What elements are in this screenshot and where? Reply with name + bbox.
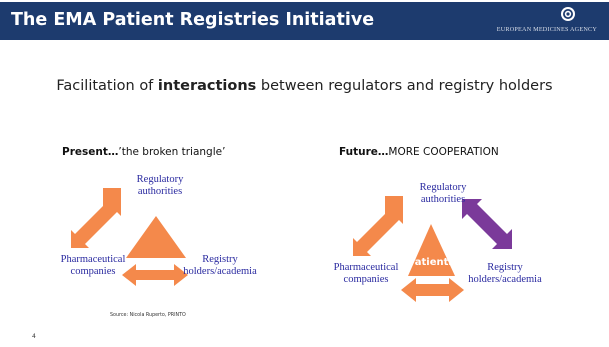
future-pharma-label: Pharmaceutical companies bbox=[333, 262, 399, 285]
source-note: Source: Nicola Ruperto, PRINTO bbox=[110, 313, 186, 318]
future-regulatory-label: Regulatory authorities bbox=[419, 182, 467, 205]
page-number: 4 bbox=[32, 333, 36, 340]
slide-subtitle: Facilitation of interactions between reg… bbox=[0, 78, 609, 94]
future-heading: Future…MORE COOPERATION bbox=[339, 146, 499, 158]
subtitle-post: between regulators and registry holders bbox=[256, 78, 553, 94]
present-heading-rest: ’the broken triangle’ bbox=[118, 146, 226, 158]
future-diagonal-arrow bbox=[353, 196, 403, 256]
agency-logo-bar: EUROPEAN MEDICINES AGENCY bbox=[400, 2, 609, 40]
future-heading-bold: Future… bbox=[339, 146, 389, 158]
header: The EMA Patient Registries Initiative EU… bbox=[0, 0, 609, 45]
slide-title: The EMA Patient Registries Initiative bbox=[11, 10, 375, 30]
title-bar: The EMA Patient Registries Initiative bbox=[0, 2, 400, 40]
present-pharma-label: Pharmaceutical companies bbox=[60, 254, 126, 277]
ema-logo-icon bbox=[561, 7, 575, 21]
present-horizontal-arrow bbox=[122, 264, 188, 286]
present-registry-label: Registry holders/academia bbox=[183, 254, 257, 277]
present-diagonal-arrow bbox=[71, 188, 121, 248]
patients-label: Patients bbox=[407, 257, 455, 268]
subtitle-bold: interactions bbox=[157, 78, 257, 94]
future-center-triangle bbox=[408, 224, 455, 276]
subtitle-pre: Facilitation of bbox=[56, 78, 158, 94]
present-regulatory-label: Regulatory authorities bbox=[136, 174, 184, 197]
present-center-triangle bbox=[126, 216, 186, 258]
future-purple-arrow bbox=[462, 199, 512, 249]
agency-name: EUROPEAN MEDICINES AGENCY bbox=[496, 26, 597, 33]
future-horizontal-arrow bbox=[401, 278, 464, 302]
present-heading-bold: Present… bbox=[62, 146, 119, 158]
present-heading: Present…’the broken triangle’ bbox=[62, 146, 225, 158]
future-registry-label: Registry holders/academia bbox=[468, 262, 542, 285]
future-heading-rest: MORE COOPERATION bbox=[388, 146, 499, 158]
